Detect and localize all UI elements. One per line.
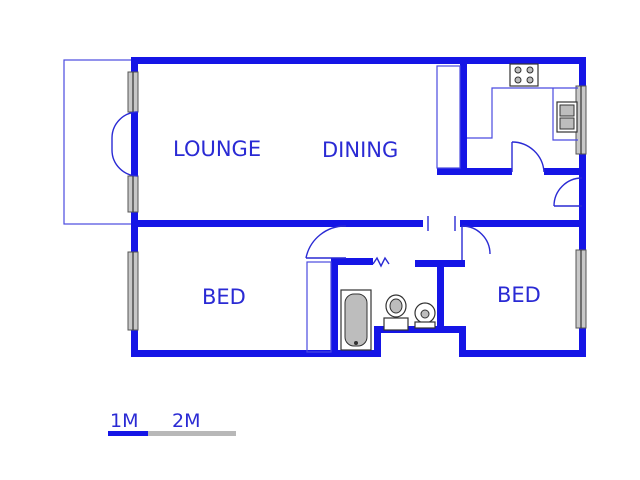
cupboards <box>306 65 461 353</box>
scale-label-2m: 2M <box>172 410 200 432</box>
basin-icon <box>414 302 436 329</box>
scale-bar-secondary <box>148 431 236 436</box>
window-bed-left <box>127 251 139 331</box>
scale-label-1m: 1M <box>110 410 138 432</box>
stove-icon <box>509 63 539 87</box>
window-bed-right <box>575 249 587 329</box>
room-label-dining: DINING <box>322 138 398 162</box>
interior-walls <box>131 57 586 357</box>
door-bed-left <box>305 225 347 259</box>
kitchen-sink-icon <box>556 101 578 133</box>
room-label-bed-left: BED <box>202 285 246 309</box>
patio-outline <box>63 59 135 225</box>
kitchen-counter <box>467 87 578 141</box>
window-left-lower <box>127 175 139 213</box>
door-kitchen <box>511 141 545 173</box>
door-bed-right <box>461 225 491 260</box>
scale-bar-primary <box>108 431 148 436</box>
toilet-icon <box>383 294 409 331</box>
window-left-upper <box>127 71 139 113</box>
door-side-right <box>553 177 583 207</box>
doorway-jambs <box>427 216 456 231</box>
bathtub-icon <box>340 289 372 351</box>
door-patio-double <box>111 111 139 177</box>
scale-bar: 1M 2M <box>108 410 236 436</box>
room-label-lounge: LOUNGE <box>173 137 261 161</box>
door-bathroom <box>372 256 390 268</box>
room-label-bed-right: BED <box>497 283 541 307</box>
